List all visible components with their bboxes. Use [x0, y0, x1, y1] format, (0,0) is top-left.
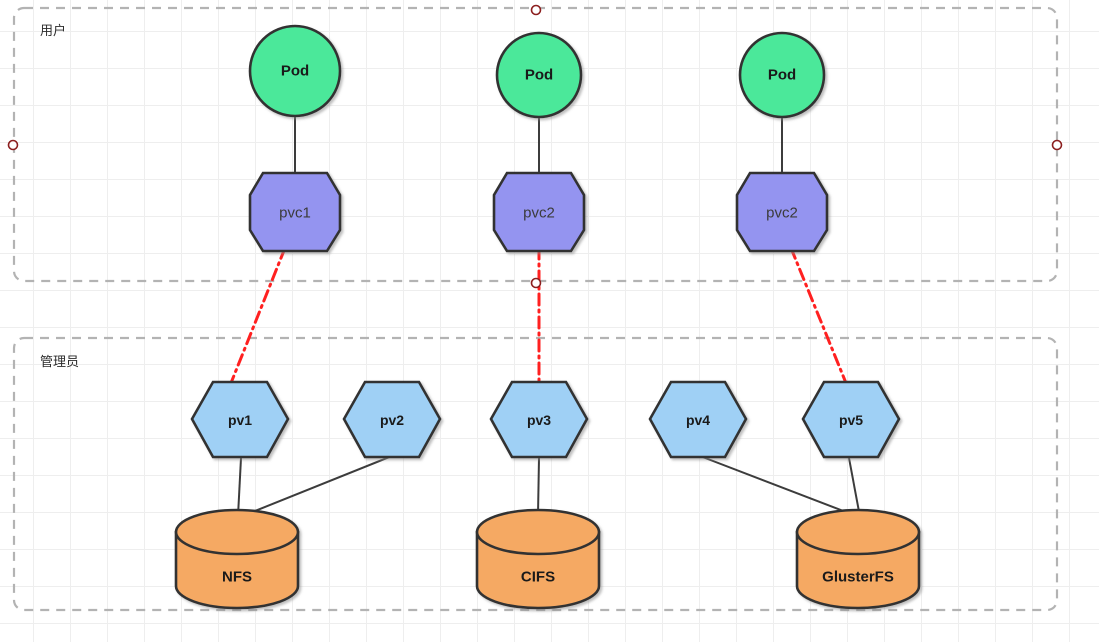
node-pv-4[interactable] — [648, 380, 748, 459]
edge-pv5-glusterfs — [848, 457, 861, 518]
node-pvc-1[interactable] — [248, 171, 342, 253]
node-pvc-2[interactable] — [492, 171, 586, 253]
edge-pv3-cifs — [537, 457, 540, 516]
edge-pvc1-pv1-binding — [229, 246, 287, 385]
edge-pv2-nfs — [239, 455, 393, 518]
resize-handle-top-icon[interactable] — [530, 4, 542, 16]
node-pod-1[interactable] — [248, 24, 342, 118]
group-label-user: 用户 — [40, 24, 67, 39]
node-pvc-2b[interactable] — [735, 171, 829, 253]
node-storage-glusterfs[interactable] — [795, 508, 921, 610]
group-admin-box[interactable] — [12, 336, 1059, 612]
group-label-admin: 管理员 — [40, 355, 80, 370]
node-pv-3[interactable] — [489, 380, 589, 459]
edge-pvc2b-pv5-binding — [789, 246, 848, 385]
node-pv-2[interactable] — [342, 380, 442, 459]
resize-handle-right-icon[interactable] — [1051, 139, 1063, 151]
resize-handle-bottom-icon[interactable] — [530, 277, 542, 289]
node-storage-nfs[interactable] — [174, 508, 300, 610]
edge-pv4-glusterfs — [699, 455, 860, 518]
node-pod-3[interactable] — [738, 31, 826, 119]
edge-pv1-nfs — [237, 457, 242, 517]
edges-layer — [229, 116, 861, 518]
node-pod-2[interactable] — [495, 31, 583, 119]
resize-handle-left-icon[interactable] — [7, 139, 19, 151]
nodes-layer — [174, 24, 921, 610]
node-pv-5[interactable] — [801, 380, 901, 459]
selection-handles[interactable] — [7, 4, 1063, 289]
node-pv-1[interactable] — [190, 380, 290, 459]
node-storage-cifs[interactable] — [475, 508, 601, 610]
